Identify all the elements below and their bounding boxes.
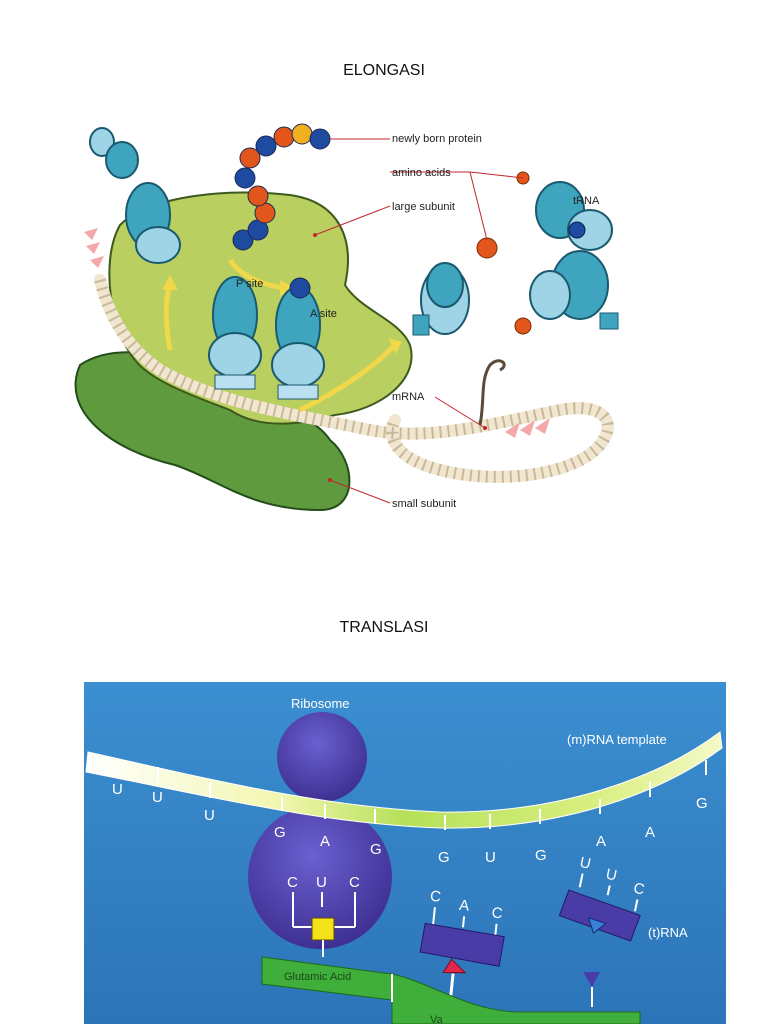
mrna-base: G bbox=[696, 795, 708, 812]
label-mrna-template: (m)RNA template bbox=[567, 732, 667, 747]
trna-free-upper bbox=[535, 181, 613, 251]
label-trna: tRNA bbox=[573, 195, 600, 207]
trna-p-site bbox=[208, 276, 262, 390]
mrna-base: G bbox=[438, 849, 450, 866]
trna-free-lower bbox=[529, 250, 619, 330]
label-amino-acids: amino acids bbox=[392, 167, 451, 179]
anticodon-base: A bbox=[458, 897, 470, 915]
arrowhead bbox=[280, 280, 295, 296]
mrna-direction-arrows bbox=[84, 228, 550, 438]
label-small-subunit: small subunit bbox=[392, 498, 456, 510]
elongation-diagram: newly born protein amino acids large sub… bbox=[74, 123, 619, 512]
amino-acid-red bbox=[442, 958, 467, 974]
translation-diagram: U U U G A G G U G A A G C U C C A C bbox=[84, 682, 726, 1024]
label-large-subunit: large subunit bbox=[392, 201, 455, 213]
mrna-base: A bbox=[320, 833, 330, 850]
mrna-base: G bbox=[535, 847, 547, 864]
amino-acid-blue bbox=[587, 916, 607, 934]
label-ribosome: Ribosome bbox=[291, 696, 350, 711]
label-partial: Va bbox=[430, 1014, 444, 1024]
mrna-base: U bbox=[485, 849, 496, 866]
trna-small-top bbox=[89, 127, 139, 179]
elongation-title: ELONGASI bbox=[343, 62, 425, 79]
trna-2: C A C bbox=[419, 888, 505, 1007]
translation-title: TRANSLASI bbox=[339, 619, 429, 636]
leader-lines bbox=[314, 138, 524, 504]
large-subunit-shape bbox=[108, 191, 413, 425]
ribosome-large-subunit bbox=[277, 712, 367, 802]
anticodon-base: C bbox=[429, 888, 442, 906]
arrowhead bbox=[162, 275, 178, 290]
amino-acid bbox=[476, 237, 498, 259]
mrna-base: G bbox=[370, 841, 382, 858]
trna-incoming bbox=[412, 262, 470, 336]
mrna-base-ticks bbox=[117, 760, 707, 830]
mrna-tail bbox=[478, 359, 506, 426]
amino-acid-purple bbox=[583, 972, 600, 987]
anticodon-base: C bbox=[491, 904, 504, 922]
mrna-base: U bbox=[112, 781, 123, 798]
label-mrna: mRNA bbox=[392, 391, 425, 403]
anticodon-base: C bbox=[287, 874, 298, 891]
label-a-site: A site bbox=[310, 308, 337, 320]
newly-born-protein bbox=[232, 123, 331, 299]
trna-3: U U C bbox=[558, 854, 646, 942]
anticodon-base: U bbox=[604, 866, 618, 885]
label-p-site: P site bbox=[236, 278, 263, 290]
mrna-base: A bbox=[596, 833, 606, 850]
trna-1: C U C bbox=[287, 874, 360, 957]
mrna-base: U bbox=[204, 807, 215, 824]
mrna-base: A bbox=[645, 824, 655, 841]
mrna-base: U bbox=[152, 789, 163, 806]
label-newly-born-protein: newly born protein bbox=[392, 133, 482, 145]
arrowhead bbox=[388, 338, 402, 354]
translation-panel-background bbox=[84, 682, 726, 1024]
trna-exiting bbox=[125, 182, 181, 264]
valine-segment bbox=[391, 973, 641, 1024]
label-trna: (t)RNA bbox=[648, 925, 688, 940]
anticodon-base: C bbox=[632, 880, 646, 899]
anticodon-base: U bbox=[316, 874, 327, 891]
mrna-strand bbox=[94, 274, 614, 483]
label-glutamic-acid: Glutamic Acid bbox=[284, 971, 351, 983]
mrna-base: G bbox=[274, 824, 286, 841]
mrna-template bbox=[85, 731, 723, 829]
amino-acid bbox=[568, 221, 586, 239]
amino-acid bbox=[514, 317, 532, 335]
amino-acid-yellow bbox=[311, 917, 335, 941]
anticodon-base: C bbox=[349, 874, 360, 891]
anticodon-base: U bbox=[578, 854, 592, 873]
